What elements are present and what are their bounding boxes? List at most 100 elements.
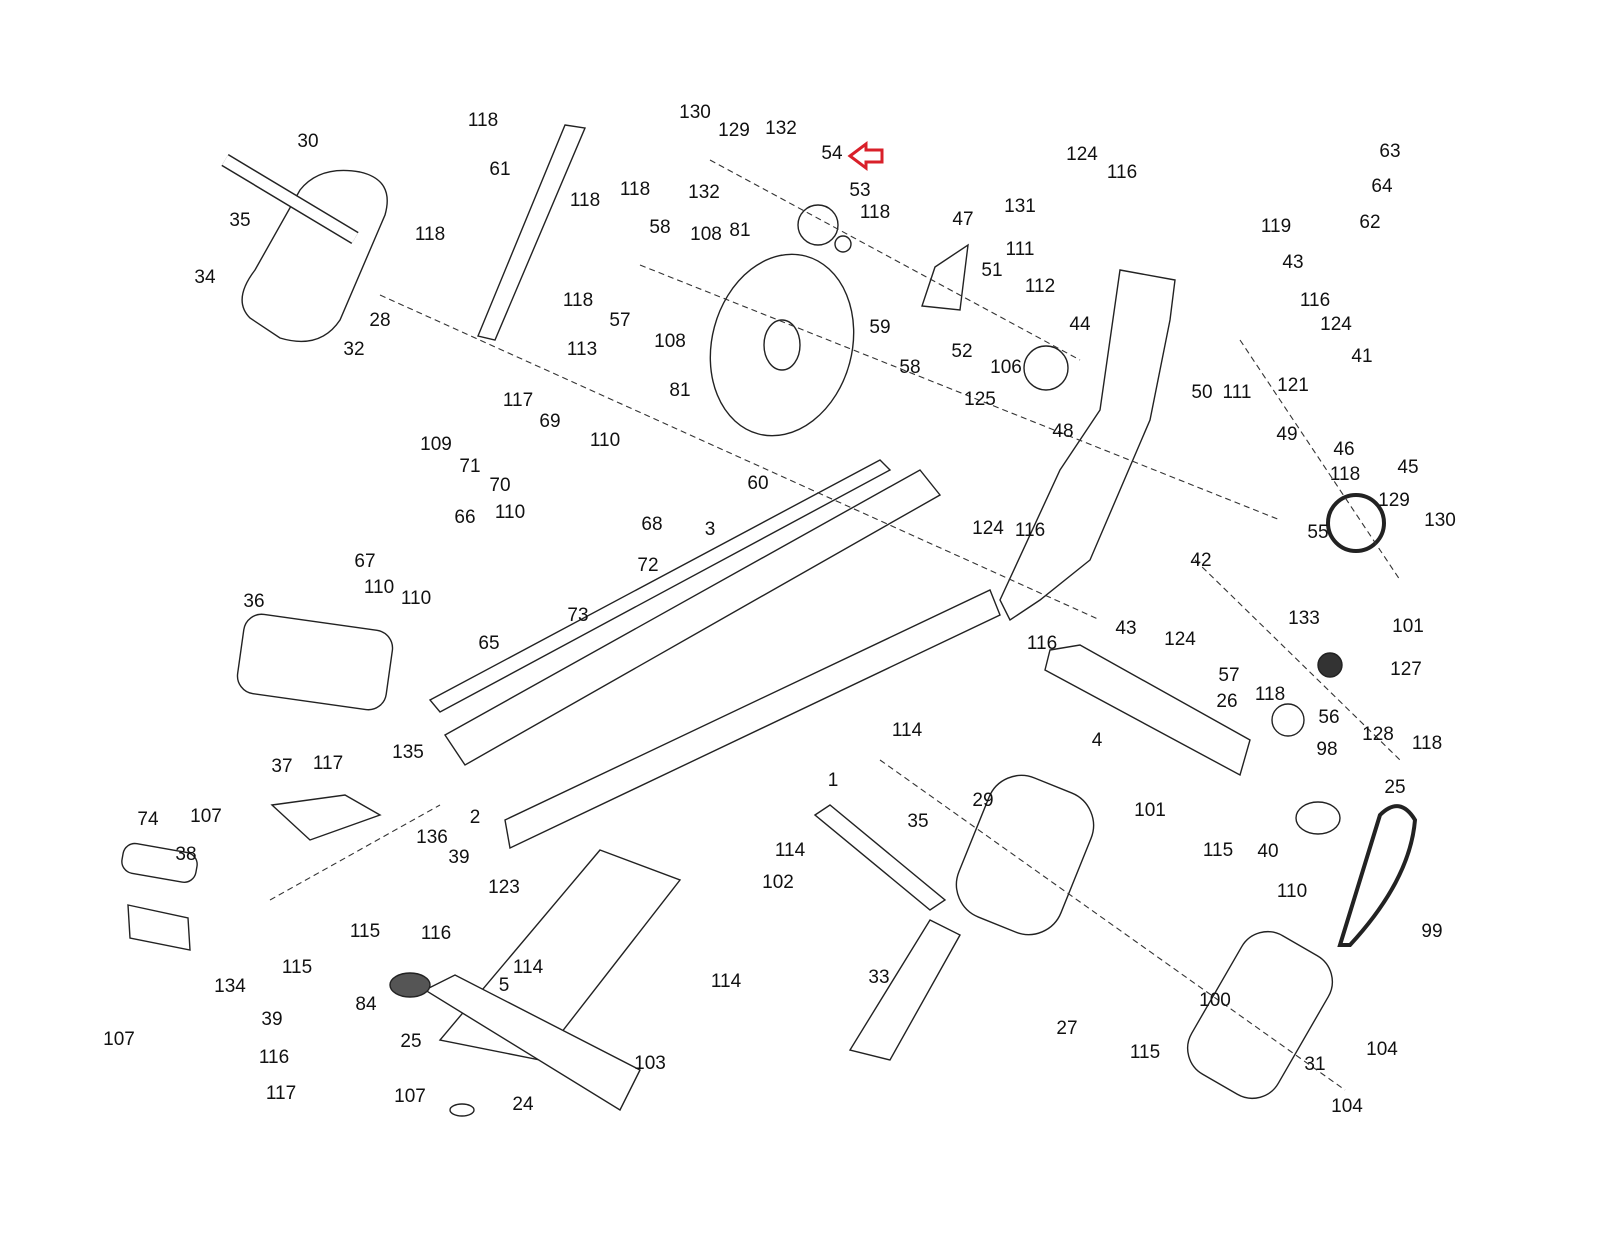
- part-callout-116: 116: [1027, 633, 1057, 654]
- handle-33: [848, 919, 961, 1061]
- part-callout-27: 27: [1056, 1018, 1077, 1039]
- part-callout-110: 110: [1277, 881, 1307, 902]
- part-callout-30: 30: [297, 131, 318, 152]
- part-callout-128: 128: [1362, 724, 1394, 745]
- part-callout-115: 115: [282, 957, 312, 978]
- part-callout-26: 26: [1216, 691, 1237, 712]
- part-callout-118: 118: [1412, 733, 1442, 754]
- part-callout-114: 114: [711, 971, 742, 992]
- part-callout-28: 28: [369, 310, 390, 331]
- part-callout-40: 40: [1257, 841, 1278, 862]
- part-callout-115: 115: [1130, 1042, 1160, 1063]
- part-callout-107: 107: [190, 806, 222, 827]
- part-callout-109: 109: [420, 434, 452, 455]
- part-callout-116: 116: [1300, 290, 1330, 311]
- part-callout-24: 24: [512, 1094, 534, 1115]
- rear-stabilizer-4: [1044, 644, 1251, 777]
- rail-strip-3: [428, 459, 892, 713]
- part-callout-2: 2: [470, 807, 481, 828]
- part-callout-101: 101: [1134, 800, 1166, 821]
- part-callout-131: 131: [1004, 196, 1036, 217]
- part-callout-52: 52: [951, 341, 972, 362]
- part-callout-101: 101: [1392, 616, 1424, 637]
- part-callout-56: 56: [1318, 707, 1339, 728]
- part-callout-73: 73: [567, 605, 588, 626]
- part-callout-103: 103: [634, 1053, 666, 1074]
- part-callout-124: 124: [1066, 144, 1098, 165]
- part-callout-136: 136: [416, 827, 448, 848]
- part-callout-132: 132: [765, 118, 797, 139]
- part-callout-130: 130: [679, 102, 711, 123]
- part-callout-134: 134: [214, 976, 246, 997]
- part-callout-57: 57: [1218, 665, 1239, 686]
- part-callout-58: 58: [899, 357, 920, 378]
- highlight-arrow-icon: [847, 141, 884, 171]
- seat-plate-37: [270, 794, 382, 841]
- frame-1: [504, 589, 1001, 850]
- part-callout-69: 69: [539, 411, 560, 432]
- part-callout-70: 70: [489, 475, 510, 496]
- part-callout-114: 114: [892, 720, 923, 741]
- part-callout-3: 3: [705, 519, 716, 540]
- part-callout-67: 67: [354, 551, 375, 572]
- part-callout-35: 35: [907, 811, 928, 832]
- part-callout-133: 133: [1288, 608, 1320, 629]
- part-callout-111: 111: [1223, 382, 1252, 403]
- part-callout-31: 31: [1304, 1054, 1325, 1075]
- part-callout-42: 42: [1190, 550, 1211, 571]
- part-callout-117: 117: [313, 753, 343, 774]
- part-callout-29: 29: [972, 790, 993, 811]
- part-callout-59: 59: [869, 317, 890, 338]
- part-callout-110: 110: [495, 502, 525, 523]
- part-callout-110: 110: [590, 430, 620, 451]
- part-callout-108: 108: [654, 331, 686, 352]
- part-callout-116: 116: [421, 923, 451, 944]
- tube-35: [813, 804, 947, 911]
- part-callout-104: 104: [1366, 1039, 1398, 1060]
- part-callout-107: 107: [103, 1029, 135, 1050]
- part-callout-50: 50: [1191, 382, 1212, 403]
- cover-31: [1186, 930, 1334, 1100]
- part-callout-35: 35: [229, 210, 250, 231]
- part-callout-129: 129: [718, 120, 750, 141]
- part-callout-115: 115: [1203, 840, 1233, 861]
- part-callout-125: 125: [964, 389, 996, 410]
- part-callout-62: 62: [1359, 212, 1380, 233]
- part-callout-36: 36: [243, 591, 264, 612]
- part-callout-44: 44: [1069, 314, 1091, 335]
- part-callout-116: 116: [1015, 520, 1045, 541]
- part-callout-64: 64: [1371, 176, 1393, 197]
- part-callout-74: 74: [137, 809, 159, 830]
- part-callout-132: 132: [688, 182, 720, 203]
- assembly-outlines: [121, 124, 1418, 1117]
- part-callout-38: 38: [175, 844, 196, 865]
- part-callout-58: 58: [649, 217, 670, 238]
- footrest-74: [121, 842, 198, 883]
- frame-upright: [999, 269, 1176, 622]
- footrest-strap-tube-inner: [222, 155, 358, 243]
- belt-99: [1337, 804, 1418, 947]
- pulley-48: [1023, 345, 1069, 391]
- part-callout-81: 81: [729, 220, 750, 241]
- part-callout-47: 47: [952, 209, 973, 230]
- cap-25-right: [1295, 801, 1341, 835]
- part-callout-41: 41: [1351, 346, 1372, 367]
- part-callout-68: 68: [641, 514, 662, 535]
- part-callout-118: 118: [1255, 684, 1285, 705]
- part-callout-25: 25: [1384, 777, 1405, 798]
- part-callout-66: 66: [454, 507, 475, 528]
- part-callout-111: 111: [1006, 239, 1035, 260]
- part-callout-99: 99: [1421, 921, 1442, 942]
- console-29: [955, 774, 1095, 936]
- part-callout-110: 110: [401, 588, 431, 609]
- part-callout-118: 118: [415, 224, 445, 245]
- part-callout-108: 108: [690, 224, 722, 245]
- part-callout-116: 116: [259, 1047, 289, 1068]
- part-callout-53: 53: [849, 180, 870, 201]
- foot-24: [449, 1103, 475, 1117]
- part-callout-49: 49: [1276, 424, 1297, 445]
- part-callout-34: 34: [194, 267, 216, 288]
- seat-rail-2: [443, 469, 942, 766]
- rail-61: [477, 124, 586, 341]
